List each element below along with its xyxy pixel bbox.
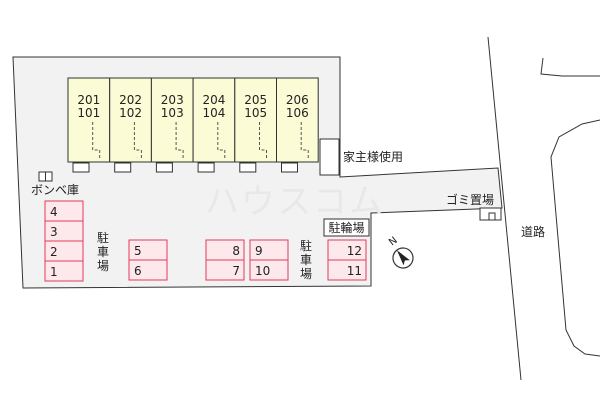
bicycle-parking-label: 駐輪場 [328, 220, 364, 235]
parking-stall-number: 5 [134, 244, 142, 258]
parking-lot: 4 3 2 1 5 6 8 7 9 10 12 11 [44, 200, 367, 282]
neighbor-line-right [550, 119, 600, 357]
road-edge-west [487, 36, 522, 381]
unit-balcony-box [197, 162, 215, 173]
unit-stair-outline [92, 122, 101, 160]
unit-stair-outline [217, 122, 226, 160]
unit-stair-outline [259, 122, 267, 160]
unit-upper-number: 203 [161, 93, 184, 107]
unit-lower-number: 106 [286, 106, 309, 120]
unit-lower-number: 102 [119, 106, 142, 120]
parking-label-char: 場 [300, 267, 312, 281]
north-label: N [387, 235, 400, 248]
parking-stall-number: 10 [255, 264, 270, 278]
unit-upper-number: 205 [244, 93, 267, 107]
parking-stall-number: 7 [232, 264, 240, 278]
unit-upper-number: 202 [119, 93, 142, 107]
parking-label-char: 車 [97, 245, 109, 259]
parking-stall-number: 12 [347, 244, 362, 258]
unit-stair-outline [133, 122, 142, 160]
unit-lower-number: 105 [244, 106, 267, 120]
unit-balcony-box [281, 162, 298, 173]
unit-body [150, 77, 194, 163]
owner-use-label: 家主様使用 [343, 149, 403, 164]
parking-stall-4: 4 [44, 200, 84, 222]
parking-stall-number: 8 [232, 244, 240, 258]
parking-stall-9: 9 [249, 239, 289, 261]
unit-balcony-box [239, 162, 257, 173]
parking-stall-number: 1 [50, 265, 58, 279]
parking-stall-number: 3 [50, 225, 58, 239]
parking-stall-2: 2 [44, 240, 84, 262]
parking-stall-number: 2 [50, 245, 58, 259]
parking-stall-box [327, 259, 367, 281]
unit-body [67, 77, 111, 163]
parking-stall-12: 12 [327, 239, 367, 261]
parking-stall-box [205, 259, 245, 281]
unit-lower-number: 103 [161, 106, 184, 120]
unit-lower-number: 104 [202, 106, 225, 120]
parking-stall-box [249, 259, 289, 281]
unit-balcony-box [72, 162, 90, 173]
parking-stall-box [44, 260, 84, 282]
parking-label-char: 車 [300, 253, 312, 267]
unit-body [109, 77, 152, 163]
unit-body [276, 77, 319, 163]
parking-label-char: 場 [97, 259, 109, 273]
unit-stair-outline [300, 122, 309, 160]
parking-label-char: 駐 [97, 230, 109, 245]
unit-lower-number: 101 [77, 106, 100, 120]
bicycle-parking-box [323, 218, 370, 237]
parking-stall-number: 9 [255, 244, 263, 258]
unit-stair-outline [175, 122, 184, 160]
neighbor-line-top [540, 57, 600, 77]
parking-stall-number: 6 [134, 264, 142, 278]
north-arrow-icon [392, 247, 414, 269]
garbage-box-inner [488, 212, 496, 221]
owner-use-box [319, 138, 340, 176]
parking-stall-7: 7 [205, 259, 245, 281]
parking-stall-6: 6 [128, 259, 168, 281]
gas-cylinder-label: ボンベ庫 [31, 183, 79, 197]
unit-upper-number: 201 [77, 93, 100, 107]
parking-stall-number: 11 [347, 264, 362, 278]
road-label: 道路 [521, 224, 545, 239]
parking-stall-8: 8 [205, 239, 245, 261]
parking-stall-3: 3 [44, 220, 84, 242]
unit-upper-number: 206 [286, 93, 309, 107]
unit-body [192, 77, 236, 163]
parking-stall-11: 11 [327, 259, 367, 281]
parking-stall-box [128, 259, 168, 281]
parking-stall-1: 1 [44, 260, 84, 282]
parking-stall-number: 4 [50, 205, 58, 219]
parking-label-right: 駐車場 [300, 238, 312, 281]
parking-label-left: 駐車場 [97, 230, 109, 273]
parking-stall-10: 10 [249, 259, 289, 281]
parking-label-char: 駐 [300, 238, 312, 253]
unit-balcony-box [155, 162, 173, 173]
garbage-label: ゴミ置場 [446, 192, 494, 207]
parking-stall-5: 5 [128, 239, 168, 261]
unit-body [234, 77, 278, 163]
watermark-text: ハウスコム [205, 182, 385, 222]
unit-upper-number: 204 [202, 93, 225, 107]
unit-balcony-box [114, 162, 132, 173]
